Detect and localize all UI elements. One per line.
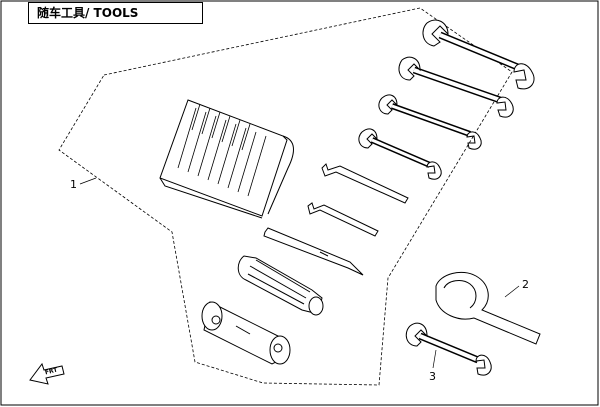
wrench-medium bbox=[398, 56, 514, 118]
hex-key-large bbox=[321, 163, 409, 204]
wrench-small-b bbox=[358, 128, 442, 180]
tool-roll-bag bbox=[159, 99, 294, 219]
leader-3 bbox=[432, 349, 437, 369]
screwdriver-handle bbox=[237, 255, 324, 316]
screwdriver-shaft bbox=[263, 227, 364, 276]
callout-2: 2 bbox=[522, 278, 529, 291]
callout-1: 1 bbox=[70, 178, 77, 191]
spark-plug-socket bbox=[201, 301, 291, 365]
diagram-title: 随车工具/ TOOLS bbox=[28, 2, 203, 24]
hex-key-small bbox=[307, 202, 379, 237]
leader-1 bbox=[79, 177, 97, 185]
kit-outline bbox=[58, 7, 513, 386]
front-direction-arrow bbox=[29, 362, 65, 385]
open-end-wrench bbox=[405, 322, 492, 376]
wrench-small-a bbox=[378, 94, 482, 150]
leader-2 bbox=[504, 285, 520, 298]
callout-3: 3 bbox=[429, 370, 436, 383]
hook-spanner bbox=[435, 271, 541, 345]
wrench-large bbox=[422, 19, 535, 90]
